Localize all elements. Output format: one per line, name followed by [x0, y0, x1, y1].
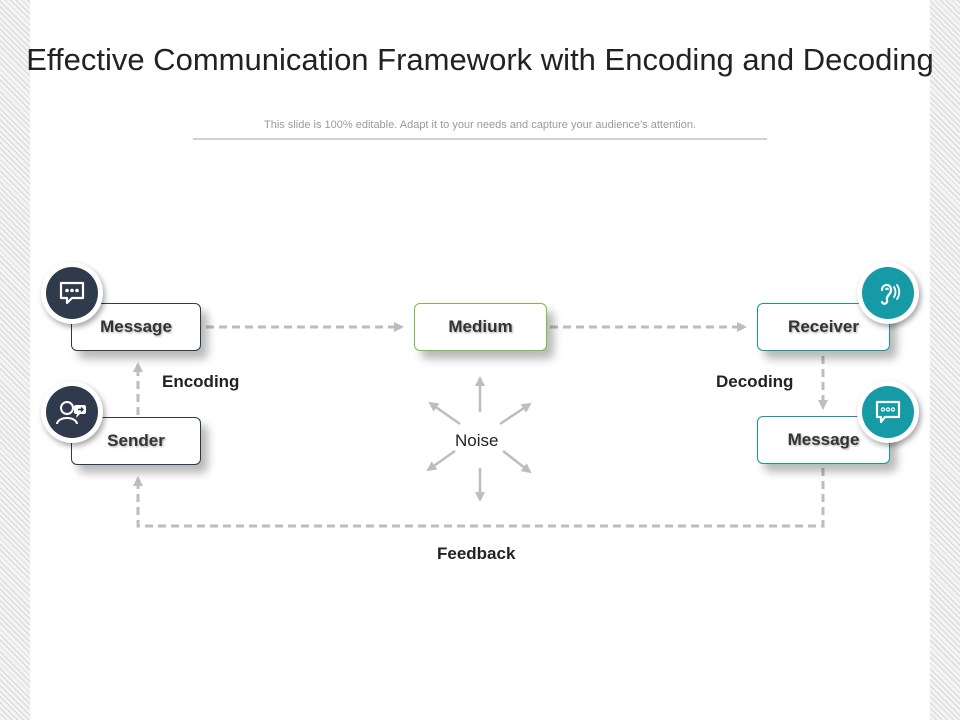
- noise-arrows: [426, 376, 532, 502]
- ear-icon: [857, 262, 919, 324]
- node-label: Medium: [448, 317, 513, 336]
- title-divider: [193, 138, 767, 140]
- slide-edge-left: [0, 0, 30, 720]
- chat-bubble-icon: [41, 262, 103, 324]
- slide-edge-right: [930, 0, 960, 720]
- noise-arrow-down-left: [426, 449, 456, 472]
- label-decoding: Decoding: [716, 372, 794, 391]
- person-speaking-icon: [41, 381, 103, 443]
- node-label: Sender: [107, 431, 165, 450]
- node-label: Message: [100, 317, 172, 336]
- noise-arrow-down-right: [502, 450, 532, 474]
- label-feedback: Feedback: [437, 544, 516, 563]
- feedback-loop: [133, 468, 825, 528]
- node-message-encoding: Message: [71, 303, 201, 351]
- node-medium: Medium: [414, 303, 547, 351]
- slide-title: Effective Communication Framework with E…: [26, 42, 934, 77]
- node-label: Message: [787, 430, 860, 449]
- noise-arrow-up-left: [428, 401, 461, 426]
- chat-bubble-icon: [857, 381, 919, 443]
- label-encoding: Encoding: [162, 372, 240, 391]
- node-label: Receiver: [788, 317, 859, 336]
- noise-arrow-up-right: [499, 402, 532, 426]
- slide-subtitle: This slide is 100% editable. Adapt it to…: [264, 119, 696, 131]
- slide-canvas: [30, 0, 930, 720]
- node-sender: Sender: [71, 417, 201, 465]
- label-noise: Noise: [455, 431, 499, 450]
